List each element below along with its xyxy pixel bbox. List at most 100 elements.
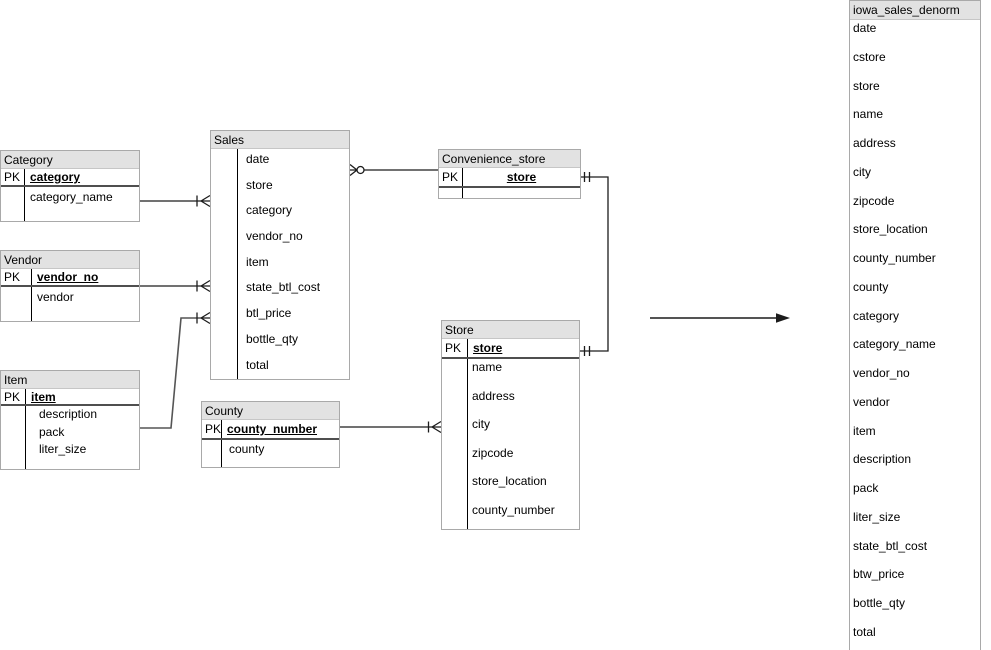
one-one-ticks-icon	[583, 172, 591, 182]
field-row: liter_size	[853, 509, 901, 524]
crow-foot-many-icon	[200, 194, 211, 208]
pk-field-item: item	[25, 389, 139, 404]
pk-row: PK vendor_no	[1, 269, 139, 287]
pk-label: PK	[205, 422, 222, 436]
field-row: city	[472, 417, 490, 432]
pk-row: PK store	[439, 168, 580, 188]
field-row: bottle_qty	[853, 596, 906, 610]
pk-field-category: category	[24, 169, 139, 185]
field-row: county	[229, 442, 265, 456]
relationship-sales-convenience-store[interactable]	[349, 163, 438, 177]
table-item[interactable]: Item PK item description pack liter_size	[0, 370, 140, 470]
field-row: item	[246, 254, 269, 269]
field-row: state_btl_cost	[853, 538, 928, 553]
field-row: total	[246, 357, 269, 372]
pk-row: PK item	[1, 389, 139, 406]
field-row: vendor_no	[853, 366, 910, 380]
field-row: category_name	[853, 337, 936, 352]
table-store-title: Store	[442, 321, 579, 339]
field-row: store	[853, 78, 880, 93]
denormalization-arrow-icon[interactable]	[650, 313, 790, 323]
field-row: name	[853, 107, 884, 122]
field-row: zipcode	[853, 193, 895, 208]
field-row: btl_price	[246, 306, 292, 321]
field-row: address	[472, 388, 515, 403]
relationship-vendor-sales[interactable]	[140, 279, 211, 293]
field-list: county	[221, 440, 339, 467]
zero-circle-icon	[356, 165, 365, 175]
table-county-title: County	[202, 402, 339, 420]
field-row: state_btl_cost	[246, 280, 321, 295]
pk-field-store: store	[462, 168, 580, 186]
pk-field-vendor-no: vendor_no	[31, 269, 139, 285]
field-list: date cstore store name address city zipcode sto…	[850, 20, 980, 650]
pk-label: PK	[4, 170, 21, 184]
field-row: city	[853, 164, 871, 179]
field-list: description pack liter_size	[25, 406, 139, 469]
table-convenience-store-title: Convenience_store	[439, 150, 580, 168]
field-list: vendor	[31, 287, 139, 321]
pk-label: PK	[442, 170, 459, 184]
field-row: date	[246, 152, 270, 166]
table-vendor-title: Vendor	[1, 251, 139, 269]
pk-row: PK county_number	[202, 420, 339, 440]
pk-label: PK	[445, 341, 462, 355]
field-row: store	[246, 177, 273, 192]
pk-row: PK category	[1, 169, 139, 187]
field-row: bottle_qty	[246, 331, 299, 346]
field-row: date	[853, 21, 877, 35]
field-row: btw_price	[853, 567, 905, 582]
field-row: category	[853, 308, 900, 323]
field-row: pack	[853, 481, 879, 495]
field-row: address	[853, 136, 896, 150]
field-row: county	[853, 279, 889, 294]
relationship-county-store[interactable]	[340, 420, 442, 434]
field-row: item	[853, 423, 876, 438]
field-row: category	[246, 203, 293, 218]
relationship-item-sales[interactable]	[140, 311, 211, 429]
field-row: name	[472, 360, 503, 374]
table-vendor[interactable]: Vendor PK vendor_no vendor	[0, 250, 140, 322]
table-store[interactable]: Store PK store name address city zipcode sto…	[441, 320, 580, 530]
field-list: category_name	[24, 187, 139, 221]
field-row: description	[39, 407, 98, 421]
field-row: county_number	[853, 251, 936, 265]
table-iowa-sales-denorm-title: iowa_sales_denorm	[850, 1, 980, 20]
field-row: vendor_no	[246, 229, 303, 244]
one-one-ticks-icon	[583, 346, 591, 356]
table-iowa-sales-denorm[interactable]: iowa_sales_denorm date cstore store name add…	[849, 0, 981, 650]
table-county[interactable]: County PK county_number county	[201, 401, 340, 468]
pk-row: PK store	[442, 339, 579, 359]
field-row: store_location	[472, 474, 547, 489]
field-list	[462, 188, 580, 198]
table-category[interactable]: Category PK category category_name	[0, 150, 140, 222]
field-row: store_location	[853, 222, 928, 237]
field-row: vendor	[37, 290, 74, 304]
crow-foot-many-icon	[200, 279, 211, 293]
field-row: total	[853, 624, 876, 639]
pk-label: PK	[4, 270, 21, 284]
relationship-category-sales[interactable]	[140, 194, 211, 208]
crow-foot-many-icon	[431, 420, 442, 434]
table-item-title: Item	[1, 371, 139, 389]
relationship-convenience-store-store[interactable]	[580, 172, 609, 356]
table-convenience-store[interactable]: Convenience_store PK store	[438, 149, 581, 199]
crow-foot-many-icon	[200, 311, 211, 325]
pk-field-store: store	[467, 339, 579, 357]
pk-field-county-number: county_number	[221, 420, 339, 438]
table-sales-title: Sales	[211, 131, 349, 149]
field-row: county_number	[472, 502, 555, 517]
field-row: description	[853, 452, 912, 467]
field-row: liter_size	[39, 442, 87, 456]
crow-foot-many-icon	[349, 163, 358, 177]
pk-label: PK	[4, 389, 21, 404]
field-row: category_name	[30, 190, 113, 204]
field-row: pack	[39, 424, 65, 439]
table-category-title: Category	[1, 151, 139, 169]
field-row: cstore	[853, 49, 886, 64]
field-row: zipcode	[472, 445, 514, 460]
